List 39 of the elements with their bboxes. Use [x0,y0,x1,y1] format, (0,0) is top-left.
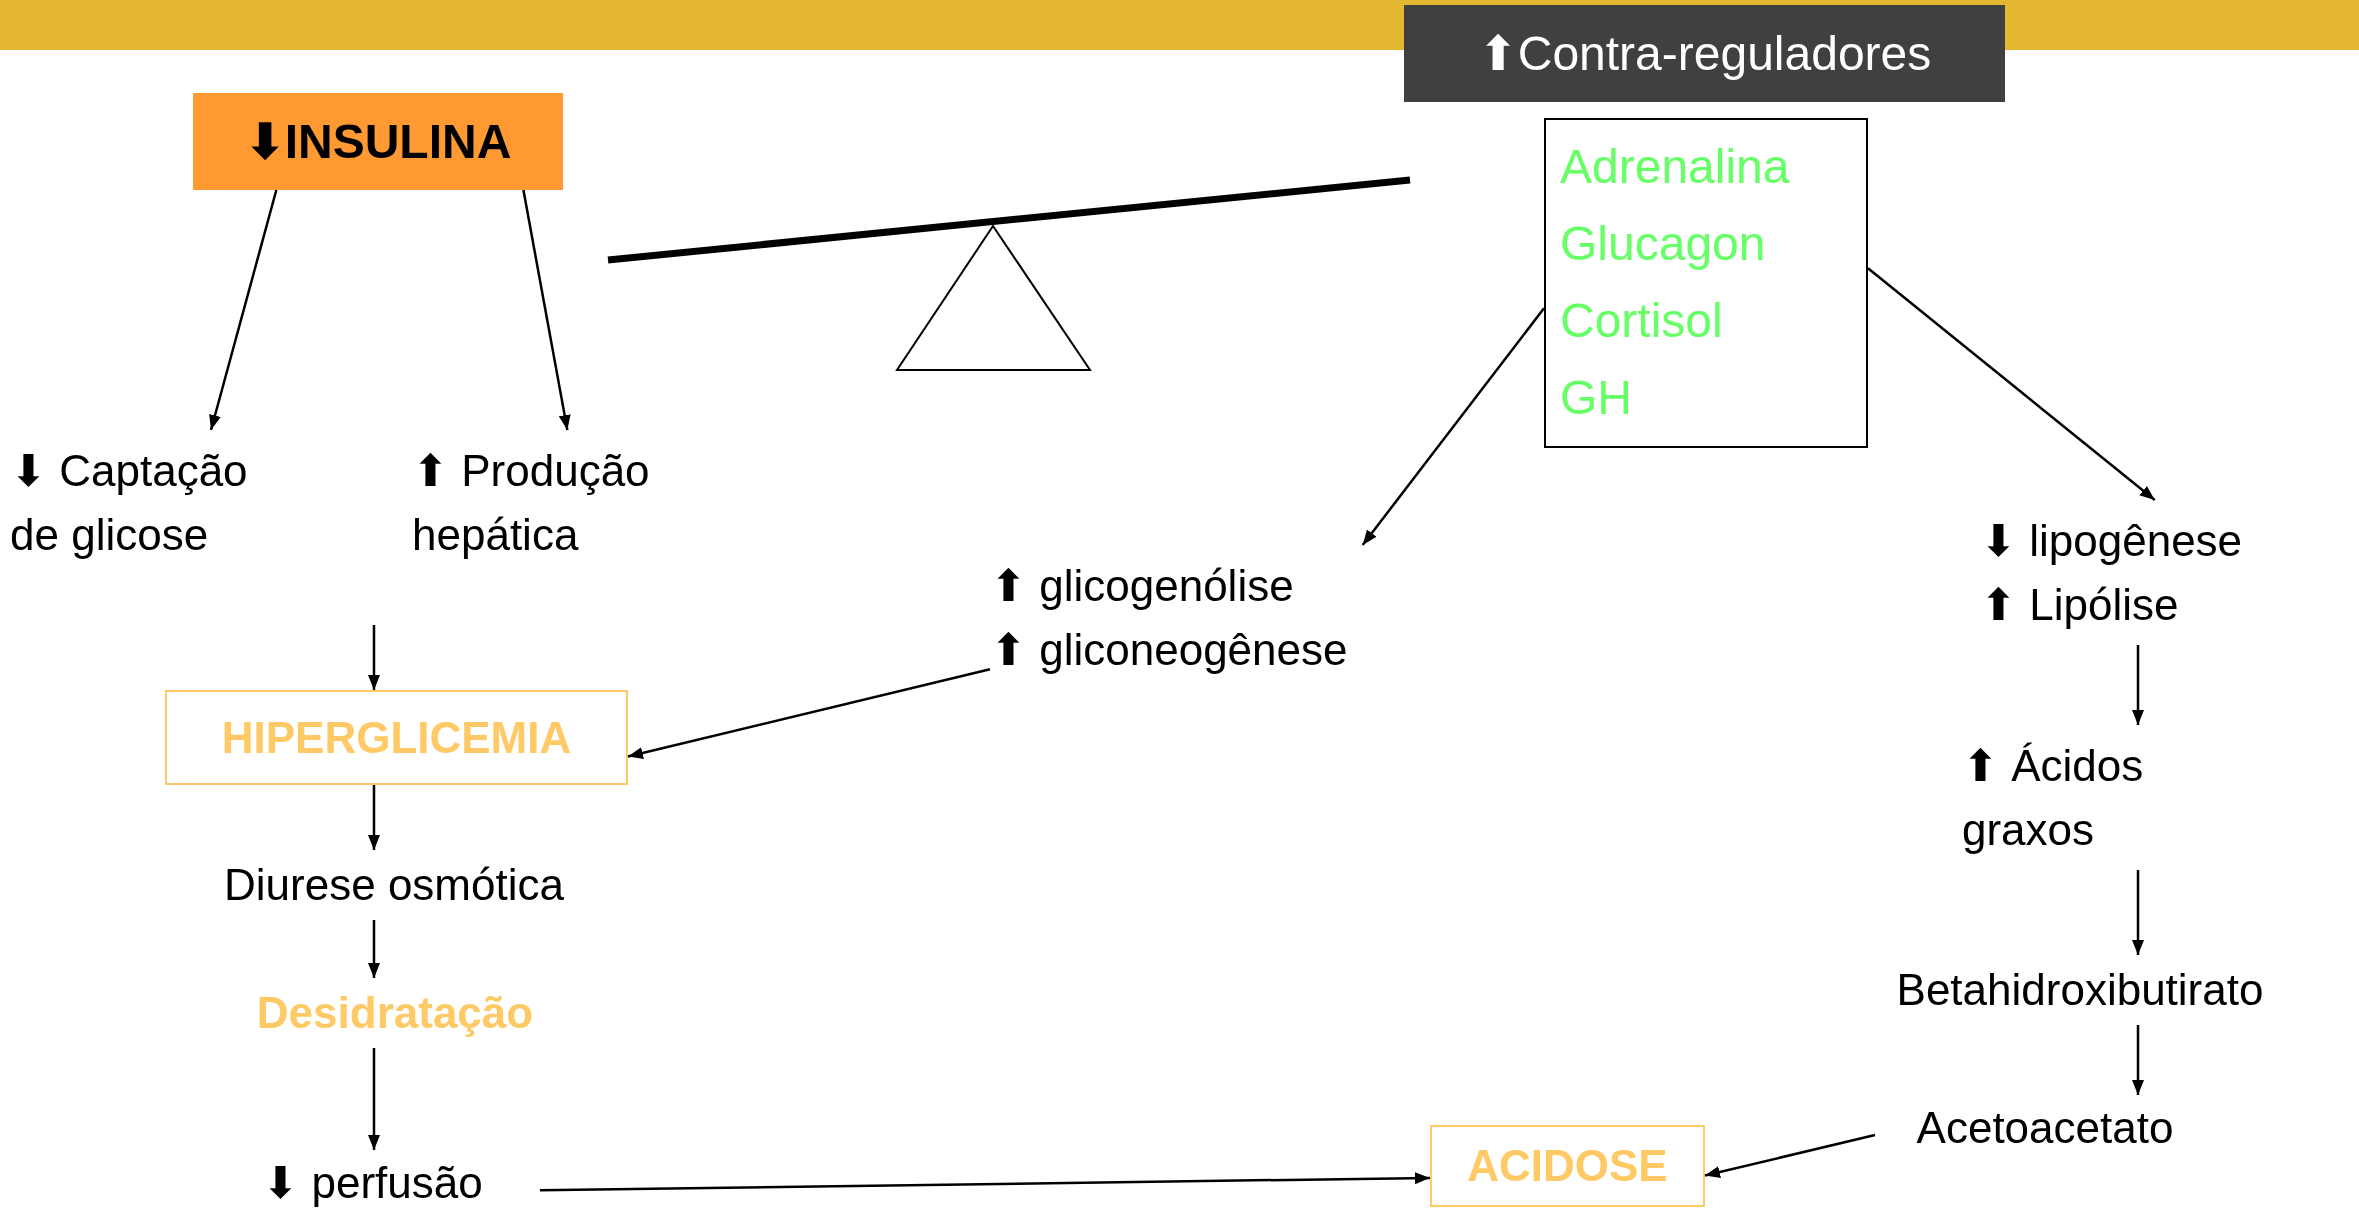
node-text: ⬆Contra-reguladores [1477,25,1932,82]
arrow [209,189,278,431]
arrow [522,189,571,431]
arrow [1704,1133,1876,1178]
label-box [193,93,563,190]
node-text: HIPERGLICEMIA [221,711,572,764]
label-box [1544,118,1868,448]
arrow [368,1048,380,1150]
label-box [1404,5,2005,102]
node-text: ⬇ lipogênese [1980,514,2243,567]
node-text: Glucagon [1560,216,1766,273]
arrow [1867,267,2156,501]
arrow [2132,870,2144,955]
node-text: ⬆ Lipólise [1980,578,2179,631]
label-box [1430,1125,1705,1207]
node-text: ⬆ Ácidos graxos [1962,739,2145,856]
node-text: GH [1560,369,1632,426]
node-text: Desidratação [256,987,534,1040]
node-text: ⬆ glicogenólise [990,559,1294,612]
node-text: ⬇ Captação de glicose [10,444,249,561]
node-text: ⬇INSULINA [244,113,512,170]
arrow [2132,645,2144,725]
arrow [368,920,380,978]
node-text: ACIDOSE [1467,1140,1668,1193]
label-box [165,690,628,785]
node-text: ⬆ gliconeogênese [990,623,1348,676]
node-text: Betahidroxibutirato [1896,964,2264,1017]
node-text: Cortisol [1560,293,1723,349]
arrow [2132,1025,2144,1095]
arrow [368,785,380,850]
node-text: Diurese osmótica [224,859,564,912]
node-text: ⬆ Produção hepática [412,444,651,561]
node-text: Adrenalina [1560,139,1790,196]
node-text: Acetoacetato [1916,1102,2174,1155]
arrow [368,625,380,690]
arrow [627,668,991,759]
arrow [1361,307,1545,546]
arrow [540,1172,1430,1192]
node-text: ⬇ perfusão [262,1157,483,1210]
